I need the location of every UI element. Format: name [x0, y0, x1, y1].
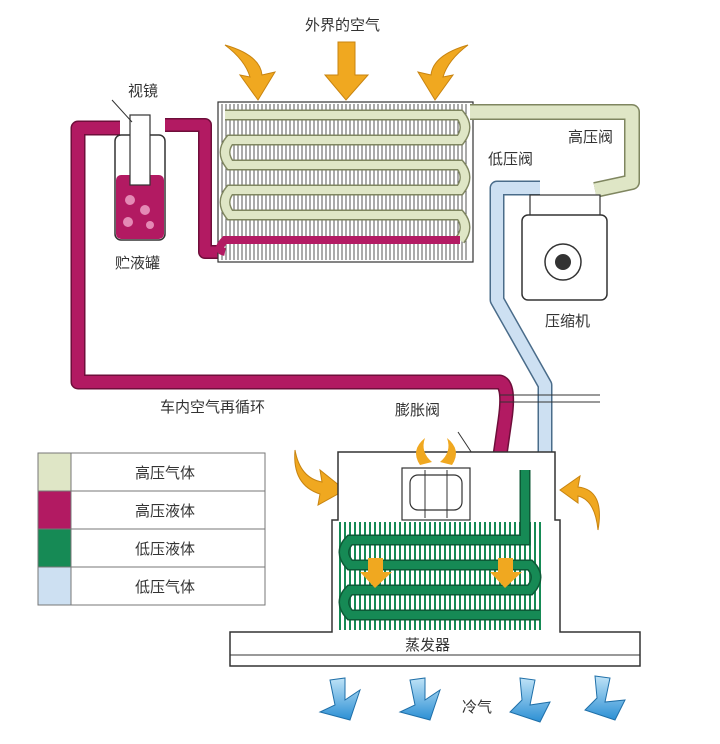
low-pressure-valve-label: 低压阀: [488, 150, 533, 168]
blower-fan: [401, 438, 471, 521]
cold-air-arrow-icon: [584, 675, 626, 721]
outside-air-arrows: [224, 41, 600, 531]
cold-air-arrow-icon: [398, 677, 441, 721]
high-pressure-valve-label: 高压阀: [568, 128, 613, 146]
evaporator-label: 蒸发器: [405, 636, 450, 654]
svg-text:高压气体: 高压气体: [135, 464, 195, 482]
cold-air-label: 冷气: [462, 698, 492, 716]
legend-item: 低压液体: [37, 528, 266, 568]
cold-air-arrow-icon: [318, 677, 361, 721]
legend-item: 低压气体: [37, 566, 266, 606]
legend: 高压气体 高压液体 低压液体 低压气体: [37, 452, 266, 606]
warm-air-arrow-icon: [224, 44, 277, 101]
warm-air-arrow-icon: [416, 44, 469, 101]
legend-item: 高压液体: [37, 490, 266, 530]
svg-text:低压气体: 低压气体: [135, 578, 195, 596]
compressor-label: 压缩机: [545, 312, 590, 330]
expansion-valve-label: 膨胀阀: [395, 401, 440, 419]
svg-text:高压液体: 高压液体: [135, 502, 195, 520]
condenser: [216, 101, 474, 263]
cold-air-arrows: [318, 675, 626, 723]
svg-text:低压液体: 低压液体: [135, 540, 195, 558]
receiver-drier: [111, 99, 166, 241]
warm-air-arrow-icon: [559, 474, 600, 531]
compressor: [521, 194, 608, 301]
receiver-label: 贮液罐: [115, 254, 160, 272]
legend-item: 高压气体: [37, 452, 266, 492]
warm-air-arrow-icon: [323, 41, 370, 101]
recirculation-label: 车内空气再循环: [160, 398, 265, 416]
cold-air-arrow-icon: [509, 677, 551, 723]
outside-air-label: 外界的空气: [305, 16, 380, 34]
evaporator-core: [338, 470, 542, 630]
sight-glass-label: 视镜: [128, 82, 158, 100]
